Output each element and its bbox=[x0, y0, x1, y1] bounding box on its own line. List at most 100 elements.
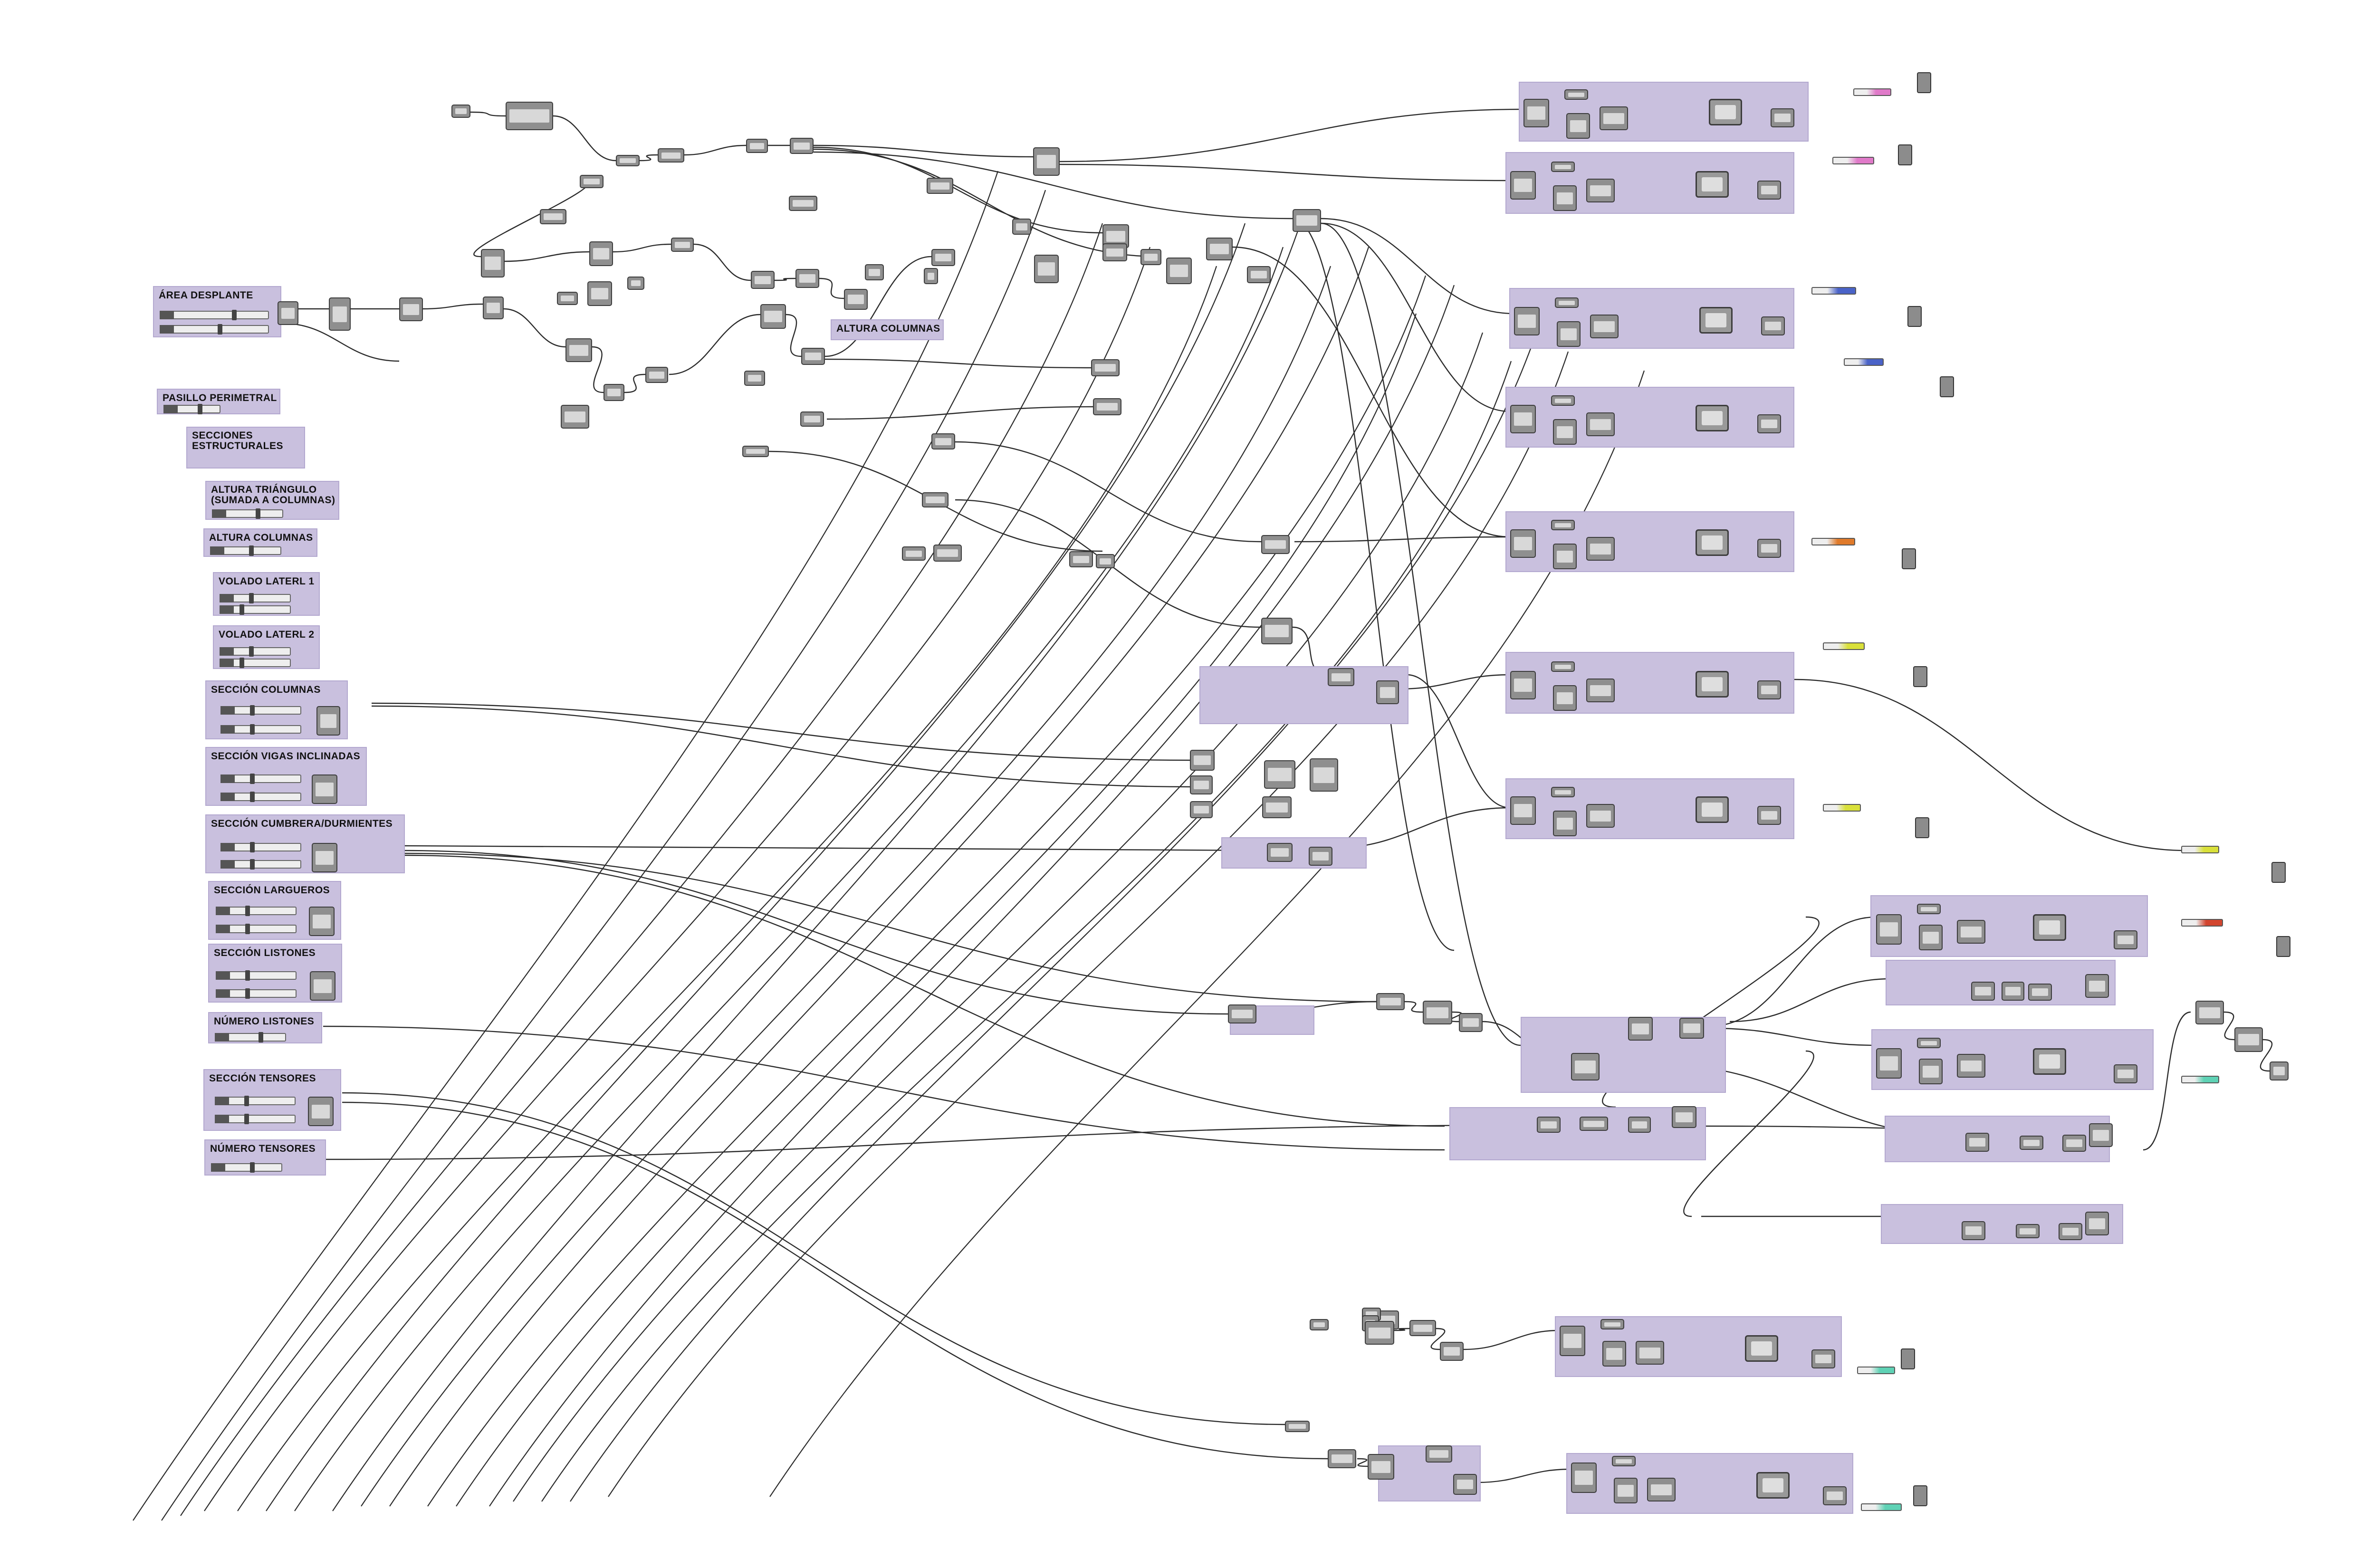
component[interactable] bbox=[1140, 249, 1161, 265]
component[interactable] bbox=[922, 492, 948, 507]
colour-swatch[interactable] bbox=[1853, 88, 1891, 96]
component[interactable] bbox=[1409, 1320, 1436, 1336]
component[interactable] bbox=[1757, 181, 1781, 200]
component[interactable] bbox=[1309, 847, 1332, 866]
component[interactable] bbox=[1600, 1319, 1624, 1329]
group-area-desplante[interactable]: ÁREA DESPLANTE bbox=[153, 286, 281, 337]
component[interactable] bbox=[1628, 1017, 1653, 1041]
component[interactable] bbox=[1672, 1106, 1696, 1128]
component[interactable] bbox=[1551, 395, 1575, 406]
group-numero-tensores[interactable]: NÚMERO TENSORES bbox=[204, 1139, 326, 1176]
slider[interactable] bbox=[160, 324, 269, 335]
component[interactable] bbox=[1580, 1117, 1608, 1131]
group-mid-2[interactable] bbox=[1221, 837, 1367, 869]
preview-component[interactable] bbox=[1913, 666, 1927, 687]
component[interactable] bbox=[1586, 179, 1615, 202]
component[interactable] bbox=[1376, 680, 1399, 704]
component[interactable] bbox=[1600, 106, 1628, 130]
component[interactable] bbox=[1510, 171, 1536, 200]
group-output-2[interactable] bbox=[1505, 152, 1794, 214]
colour-swatch[interactable] bbox=[2181, 919, 2223, 927]
component[interactable] bbox=[587, 281, 612, 306]
component[interactable] bbox=[1510, 796, 1536, 825]
slider[interactable] bbox=[220, 604, 291, 615]
group-seccion-cumbrera-durmientes[interactable]: SECCIÓN CUMBRERA/DURMIENTES bbox=[205, 814, 405, 873]
group-right-3[interactable] bbox=[1871, 1029, 2154, 1090]
component[interactable] bbox=[1553, 685, 1577, 711]
slider[interactable] bbox=[220, 792, 301, 802]
component[interactable] bbox=[1965, 1133, 1989, 1152]
slider[interactable] bbox=[216, 988, 297, 999]
slider[interactable] bbox=[220, 646, 291, 657]
component[interactable] bbox=[2270, 1061, 2289, 1080]
component[interactable] bbox=[1328, 668, 1354, 686]
component[interactable] bbox=[746, 139, 768, 153]
group-right-2[interactable] bbox=[1886, 960, 2116, 1005]
preview-component[interactable] bbox=[2276, 936, 2290, 957]
component[interactable] bbox=[589, 241, 613, 266]
component[interactable] bbox=[2085, 1212, 2109, 1235]
colour-swatch[interactable] bbox=[1823, 804, 1861, 812]
component[interactable] bbox=[801, 348, 825, 365]
component[interactable] bbox=[506, 102, 553, 130]
component[interactable] bbox=[1267, 843, 1293, 862]
component[interactable] bbox=[1602, 1341, 1626, 1367]
slider[interactable] bbox=[163, 404, 220, 414]
slider[interactable] bbox=[210, 545, 281, 556]
group-altura-columnas[interactable]: ALTURA COLUMNAS bbox=[203, 528, 317, 557]
group-secciones-estructurales[interactable]: SECCIONES ESTRUCTURALES bbox=[186, 427, 305, 468]
slider[interactable] bbox=[216, 924, 297, 934]
component[interactable] bbox=[1571, 1463, 1597, 1493]
component[interactable] bbox=[924, 268, 938, 284]
component[interactable] bbox=[789, 196, 817, 211]
component[interactable] bbox=[1919, 925, 1943, 950]
component[interactable] bbox=[278, 301, 298, 325]
component[interactable] bbox=[1310, 758, 1338, 792]
component[interactable] bbox=[1551, 520, 1575, 530]
preview-component[interactable] bbox=[2271, 862, 2286, 883]
component[interactable] bbox=[1368, 1454, 1394, 1480]
component[interactable] bbox=[1510, 405, 1536, 433]
component[interactable] bbox=[671, 238, 694, 252]
component[interactable] bbox=[1453, 1474, 1477, 1495]
component[interactable] bbox=[645, 367, 668, 383]
component[interactable] bbox=[1612, 1456, 1636, 1466]
component[interactable] bbox=[2016, 1224, 2040, 1238]
component[interactable] bbox=[1917, 904, 1941, 914]
slider[interactable] bbox=[212, 508, 283, 519]
component[interactable] bbox=[1423, 1001, 1452, 1024]
component[interactable] bbox=[1696, 671, 1729, 698]
component[interactable] bbox=[800, 411, 824, 427]
component[interactable] bbox=[1699, 307, 1733, 334]
preview-component[interactable] bbox=[1907, 306, 1922, 327]
component[interactable] bbox=[1696, 405, 1729, 431]
component[interactable] bbox=[2062, 1135, 2086, 1152]
colour-swatch[interactable] bbox=[1811, 538, 1855, 545]
group-output-7[interactable] bbox=[1505, 778, 1794, 839]
colour-swatch[interactable] bbox=[1861, 1503, 1902, 1511]
component[interactable] bbox=[1957, 920, 1985, 944]
preview-component[interactable] bbox=[1902, 548, 1916, 569]
component[interactable] bbox=[1091, 359, 1120, 376]
component[interactable] bbox=[1919, 1059, 1943, 1084]
colour-swatch[interactable] bbox=[2181, 846, 2219, 853]
slider[interactable] bbox=[160, 310, 269, 320]
component[interactable] bbox=[1757, 414, 1781, 433]
group-seccion-largueros[interactable]: SECCIÓN LARGUEROS bbox=[208, 881, 341, 940]
component[interactable] bbox=[1771, 108, 1794, 127]
preview-component[interactable] bbox=[1917, 72, 1931, 93]
component[interactable] bbox=[1586, 412, 1615, 436]
component[interactable] bbox=[1261, 618, 1293, 644]
component[interactable] bbox=[933, 545, 962, 562]
component[interactable] bbox=[1962, 1221, 1985, 1240]
group-output-5[interactable] bbox=[1505, 511, 1794, 572]
slider[interactable] bbox=[211, 1162, 282, 1173]
component[interactable] bbox=[1757, 680, 1781, 699]
group-bottom-3[interactable] bbox=[1566, 1453, 1853, 1514]
group-numero-listones[interactable]: NÚMERO LISTONES bbox=[208, 1012, 322, 1043]
component[interactable] bbox=[790, 138, 814, 154]
colour-swatch[interactable] bbox=[1811, 287, 1856, 295]
preview-component[interactable] bbox=[1915, 817, 1929, 838]
slider[interactable] bbox=[216, 906, 297, 916]
